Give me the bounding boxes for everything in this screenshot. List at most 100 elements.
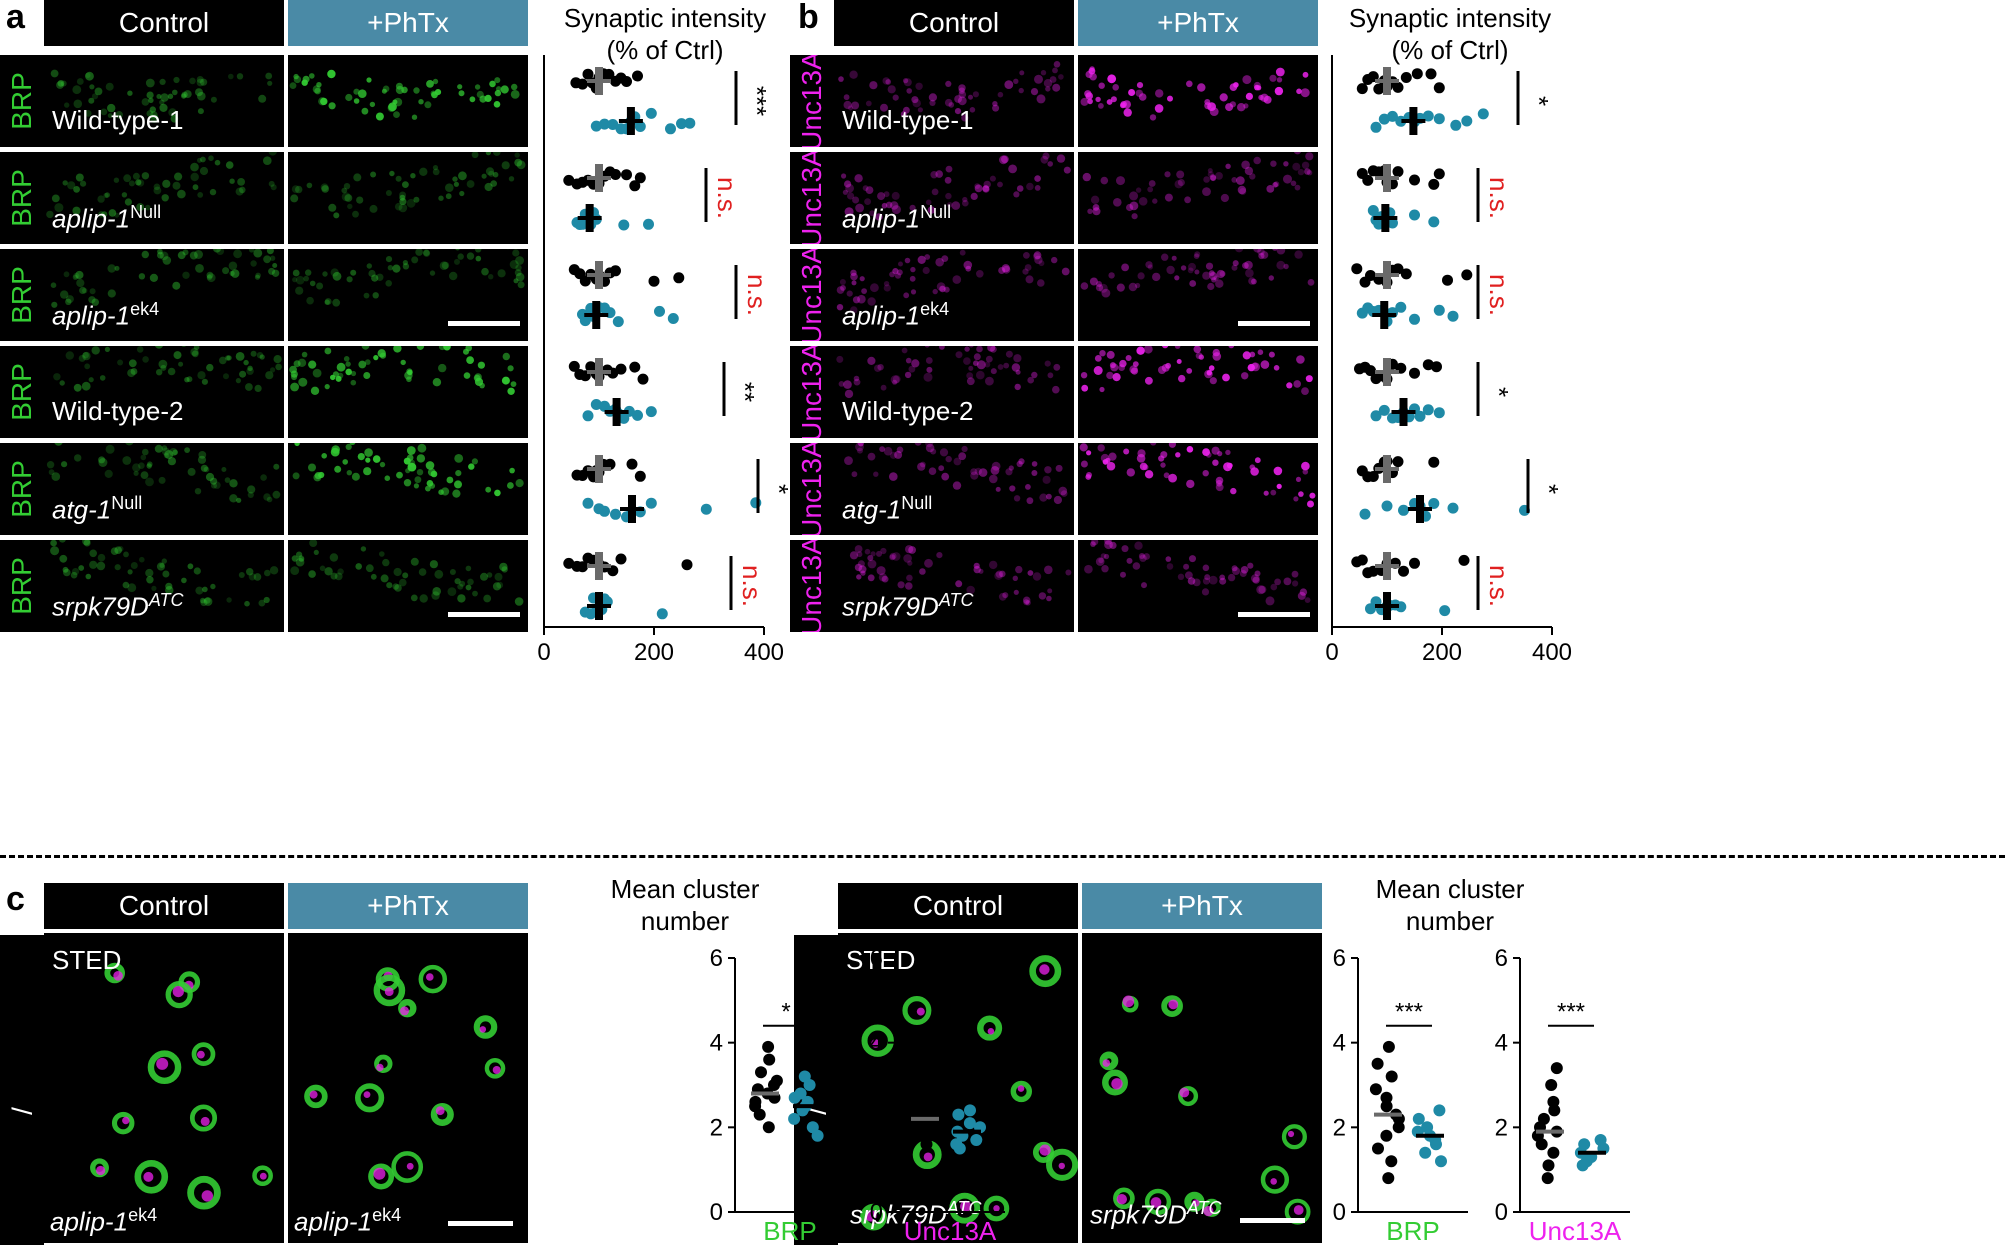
puncta xyxy=(990,466,1000,475)
puncta xyxy=(295,275,305,285)
puncta xyxy=(213,249,221,253)
puncta xyxy=(1194,251,1201,258)
micrograph-phtx xyxy=(1078,249,1318,341)
puncta xyxy=(268,152,277,156)
puncta xyxy=(915,82,923,90)
puncta xyxy=(473,374,481,382)
puncta xyxy=(78,354,86,362)
genotype-superscript: Null xyxy=(920,202,952,222)
puncta xyxy=(905,357,912,364)
puncta xyxy=(1260,251,1269,259)
puncta xyxy=(997,91,1004,98)
x-tick-label: 0 xyxy=(1325,639,1338,666)
phtx-point xyxy=(676,118,687,130)
brp-cluster xyxy=(949,1192,981,1224)
cluster-number-plots: 0246*BRP0246*Unc13A0246***BRP0246***Unc1… xyxy=(710,945,1630,1245)
puncta xyxy=(1272,249,1278,251)
puncta xyxy=(1165,556,1172,562)
puncta xyxy=(471,152,479,159)
puncta xyxy=(269,566,279,575)
puncta xyxy=(1202,187,1211,196)
phtx-point xyxy=(1422,110,1434,122)
control-point xyxy=(929,1091,942,1104)
puncta xyxy=(127,583,137,593)
puncta xyxy=(1258,585,1267,594)
phtx-point xyxy=(579,315,591,327)
puncta xyxy=(1161,253,1169,261)
puncta xyxy=(272,263,278,268)
puncta xyxy=(468,463,475,470)
puncta xyxy=(1079,443,1088,452)
puncta xyxy=(1042,475,1051,484)
puncta xyxy=(373,355,379,361)
puncta xyxy=(1043,79,1053,88)
genotype-label: aplip-1ek4 xyxy=(52,299,159,332)
puncta xyxy=(1116,283,1125,292)
puncta xyxy=(438,363,447,373)
puncta xyxy=(854,563,863,572)
puncta xyxy=(1038,260,1045,267)
phtx-point xyxy=(645,107,657,119)
puncta xyxy=(309,73,315,79)
puncta xyxy=(384,475,391,481)
puncta xyxy=(1186,80,1193,88)
sted-image-phtx-left: aplip-1ek4 xyxy=(288,933,528,1243)
puncta xyxy=(838,381,845,387)
puncta xyxy=(324,298,332,305)
puncta xyxy=(475,249,482,253)
phtx-point xyxy=(665,123,676,135)
puncta xyxy=(452,176,458,182)
puncta xyxy=(1201,588,1210,596)
puncta xyxy=(1116,176,1125,186)
puncta xyxy=(447,587,457,596)
puncta xyxy=(1001,155,1009,164)
puncta xyxy=(1098,557,1104,564)
puncta xyxy=(463,348,469,355)
puncta xyxy=(365,359,371,365)
puncta xyxy=(930,448,937,455)
puncta xyxy=(407,462,417,472)
puncta xyxy=(887,85,896,94)
puncta xyxy=(312,368,322,378)
puncta xyxy=(197,91,206,101)
control-point xyxy=(615,363,627,375)
puncta xyxy=(1044,360,1051,367)
puncta xyxy=(1012,575,1018,581)
control-point xyxy=(1458,554,1470,566)
puncta xyxy=(877,192,886,201)
puncta xyxy=(313,549,319,555)
puncta xyxy=(1121,545,1129,553)
puncta xyxy=(99,375,106,381)
puncta xyxy=(853,375,860,382)
puncta xyxy=(173,351,182,360)
puncta xyxy=(892,268,899,275)
puncta xyxy=(1091,540,1099,546)
puncta xyxy=(844,389,854,399)
puncta xyxy=(1299,588,1308,596)
puncta xyxy=(1158,455,1165,462)
puncta xyxy=(366,77,372,83)
puncta xyxy=(1165,362,1171,369)
genotype-text: aplip-1 xyxy=(50,1206,129,1237)
puncta xyxy=(294,443,300,447)
puncta xyxy=(880,547,887,555)
puncta xyxy=(905,582,913,590)
puncta xyxy=(1231,565,1238,572)
puncta xyxy=(466,252,475,260)
puncta xyxy=(939,346,945,350)
puncta xyxy=(856,574,862,580)
puncta xyxy=(149,273,158,282)
puncta xyxy=(197,108,204,115)
y-tick-label: 2 xyxy=(1333,1114,1346,1141)
unc13a-cluster xyxy=(384,987,394,996)
puncta xyxy=(65,295,74,304)
brp-cluster xyxy=(165,980,193,1009)
puncta xyxy=(1065,569,1072,576)
puncta xyxy=(1129,365,1138,374)
puncta xyxy=(255,272,261,279)
puncta xyxy=(187,467,196,476)
puncta xyxy=(1223,462,1233,472)
puncta xyxy=(849,551,859,560)
puncta xyxy=(72,274,79,280)
puncta xyxy=(1024,264,1032,271)
